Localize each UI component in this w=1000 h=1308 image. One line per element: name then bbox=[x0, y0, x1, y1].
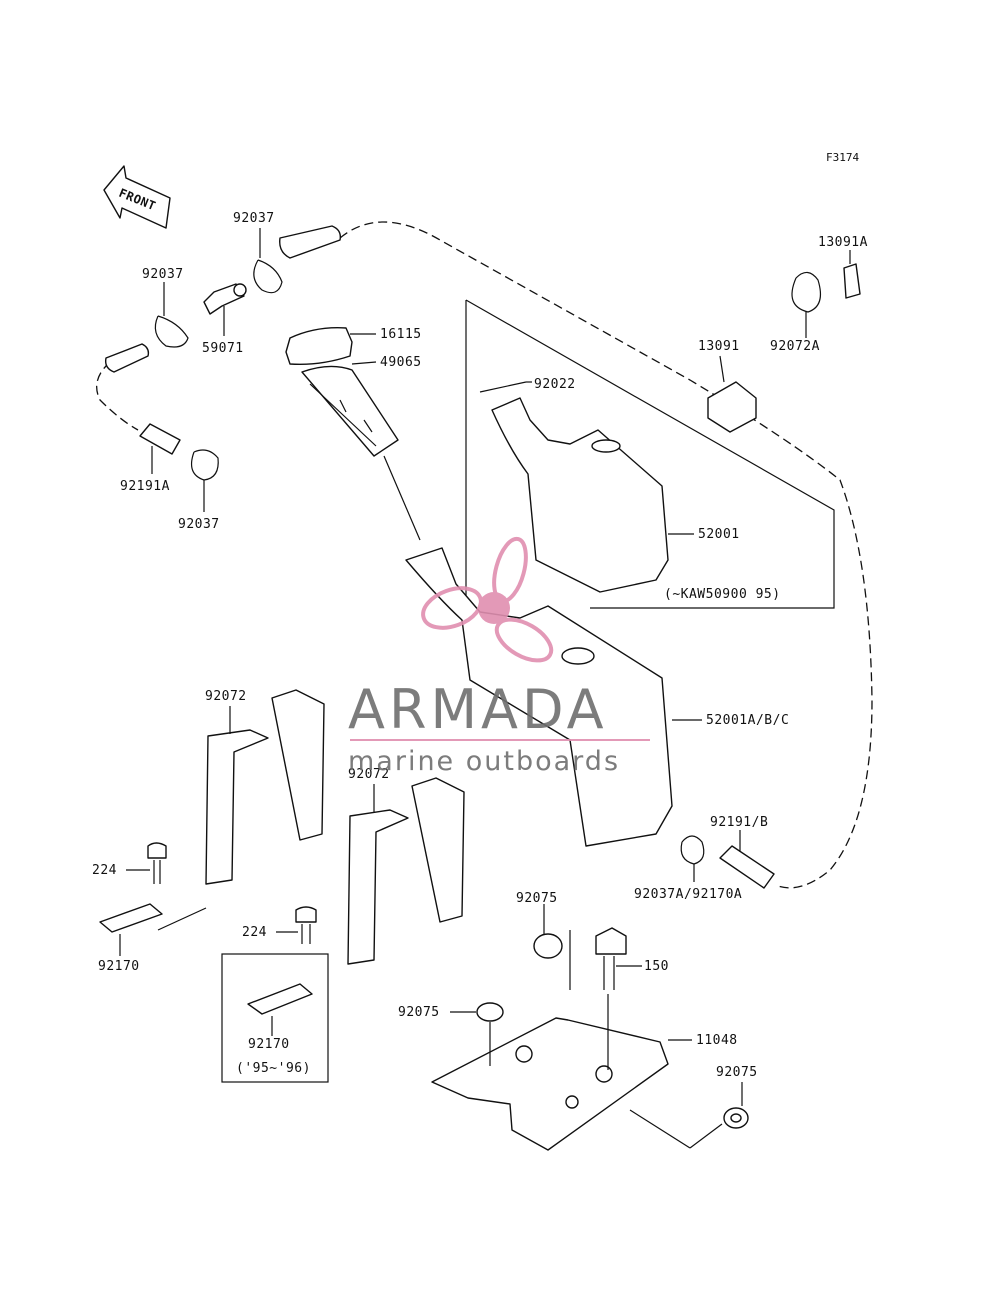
front-arrow-icon: FRONT bbox=[103, 165, 171, 229]
label-95-96: ('95~'96) bbox=[236, 1061, 311, 1076]
hose-92191B bbox=[719, 830, 775, 889]
armada-watermark: ARMADA marine outboards bbox=[348, 536, 650, 777]
label-13091: 13091 bbox=[698, 339, 740, 354]
pin-92022 bbox=[479, 381, 532, 393]
pad-92170-inset bbox=[247, 983, 313, 1036]
label-59071: 59071 bbox=[202, 341, 244, 356]
label-52001: 52001 bbox=[698, 527, 740, 542]
hose-92037-upper bbox=[253, 225, 342, 294]
hose-92191A bbox=[139, 423, 181, 474]
label-kaw50900: (~KAW50900 95) bbox=[664, 587, 781, 602]
label-92191A: 92191A bbox=[120, 479, 170, 494]
label-92072A: 92072A bbox=[770, 339, 820, 354]
filler-cap-16115 bbox=[285, 327, 376, 366]
watermark-tagline: marine outboards bbox=[348, 746, 620, 777]
hose-short-left bbox=[104, 343, 150, 373]
bolt-150 bbox=[595, 927, 642, 1070]
tank-52001ABC bbox=[405, 547, 702, 847]
label-92075-right: 92075 bbox=[716, 1065, 758, 1080]
bracket-11048 bbox=[431, 1017, 692, 1151]
label-92022: 92022 bbox=[534, 377, 576, 392]
clamp-92037A bbox=[680, 835, 705, 882]
bolt-224-left bbox=[126, 842, 167, 884]
tank-52001 bbox=[491, 397, 694, 593]
grommet-92075-right bbox=[629, 1082, 749, 1149]
label-11048: 11048 bbox=[696, 1033, 738, 1048]
label-224-mid: 224 bbox=[242, 925, 267, 940]
label-92037-top: 92037 bbox=[233, 211, 275, 226]
grommet-92075-top bbox=[533, 904, 571, 990]
fitting-59071 bbox=[203, 283, 247, 336]
clamp-92037-left bbox=[154, 282, 189, 348]
label-92037A-92170A: 92037A/92170A bbox=[634, 887, 742, 902]
filler-neck-49065 bbox=[301, 361, 421, 541]
watermark-brand: ARMADA bbox=[348, 678, 608, 741]
clip-13091A bbox=[843, 250, 861, 299]
hose-route-left bbox=[96, 361, 139, 431]
label-92170-inset: 92170 bbox=[248, 1037, 290, 1052]
pad-92170-left bbox=[99, 903, 207, 956]
label-92072-left: 92072 bbox=[205, 689, 247, 704]
label-16115: 16115 bbox=[380, 327, 422, 342]
strap-92072-left bbox=[205, 689, 325, 885]
figure-code: F3174 bbox=[826, 151, 859, 164]
label-92072-mid: 92072 bbox=[348, 767, 390, 782]
label-92037-left: 92037 bbox=[142, 267, 184, 282]
label-92075-top: 92075 bbox=[516, 891, 558, 906]
label-52001ABC: 52001A/B/C bbox=[706, 713, 789, 728]
pad-13091 bbox=[707, 355, 757, 433]
label-224-left: 224 bbox=[92, 863, 117, 878]
label-92191B: 92191/B bbox=[710, 815, 768, 830]
clamp-92037-bottom bbox=[191, 449, 219, 512]
inset-frame-95-96 bbox=[221, 953, 329, 1083]
label-13091A: 13091A bbox=[818, 235, 868, 250]
propeller-logo-icon bbox=[421, 536, 554, 663]
label-92170-left: 92170 bbox=[98, 959, 140, 974]
label-49065: 49065 bbox=[380, 355, 422, 370]
bolt-224-mid bbox=[276, 906, 317, 944]
tank-inset-frame bbox=[465, 299, 835, 609]
label-92075-left: 92075 bbox=[398, 1005, 440, 1020]
label-92037-bottom: 92037 bbox=[178, 517, 220, 532]
grommet-92075-left bbox=[450, 1002, 504, 1066]
label-150: 150 bbox=[644, 959, 669, 974]
band-92072A bbox=[791, 271, 821, 338]
strap-92072-mid bbox=[347, 777, 465, 965]
